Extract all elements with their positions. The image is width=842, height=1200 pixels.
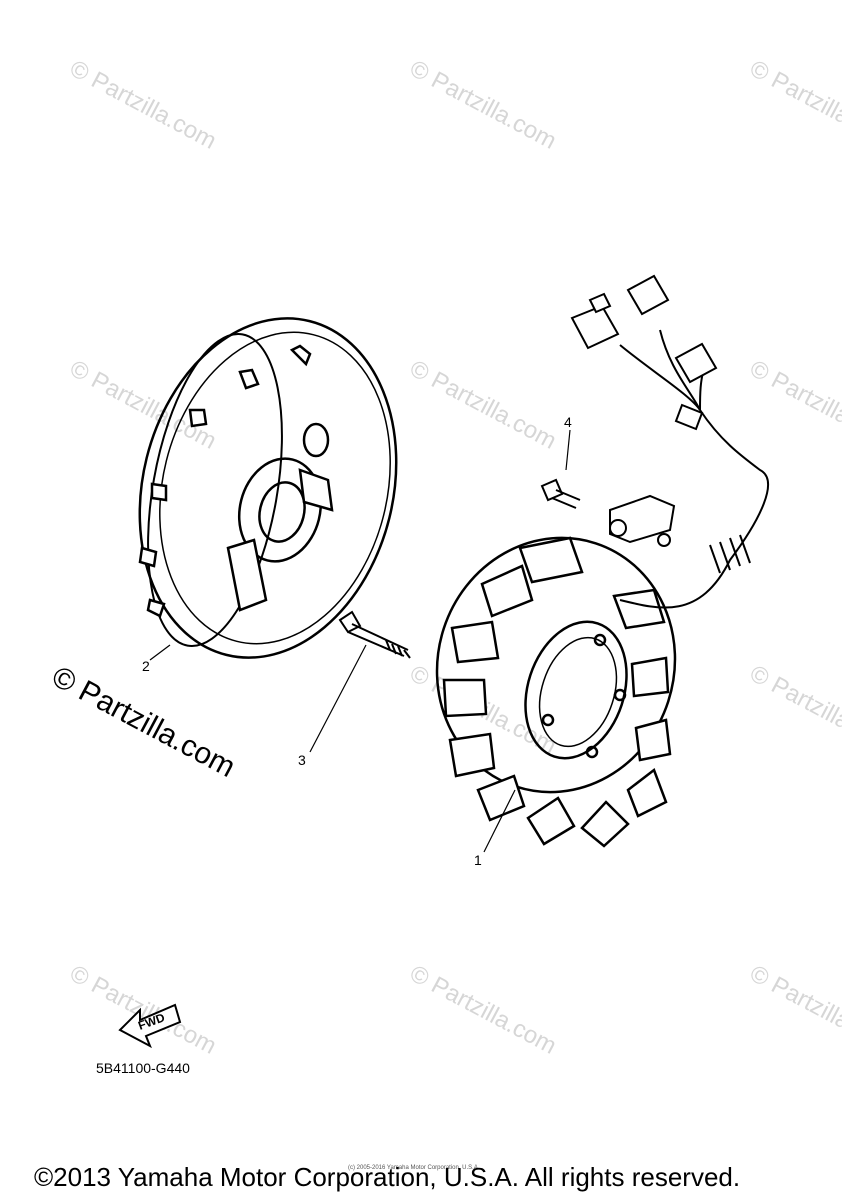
fwd-arrow-icon: FWD xyxy=(118,1003,182,1049)
copyright-notice: ©2013 Yamaha Motor Corporation, U.S.A. A… xyxy=(34,1162,741,1192)
stator-assembly[interactable] xyxy=(404,507,708,848)
small-print: (c) 2005-2016 Yamaha Motor Corporation, … xyxy=(348,1165,480,1171)
diagram-code: 5B41100-G440 xyxy=(96,1060,190,1076)
callout-1: 1 xyxy=(474,852,482,868)
bolt-long[interactable] xyxy=(338,610,411,659)
callout-2: 2 xyxy=(142,658,150,674)
callout-leaders xyxy=(149,429,571,853)
callout-4: 4 xyxy=(564,414,572,430)
callout-3: 3 xyxy=(298,752,306,768)
rotor-assembly[interactable] xyxy=(105,291,431,685)
screw-small[interactable] xyxy=(540,478,581,509)
wiring-harness[interactable] xyxy=(570,274,770,609)
